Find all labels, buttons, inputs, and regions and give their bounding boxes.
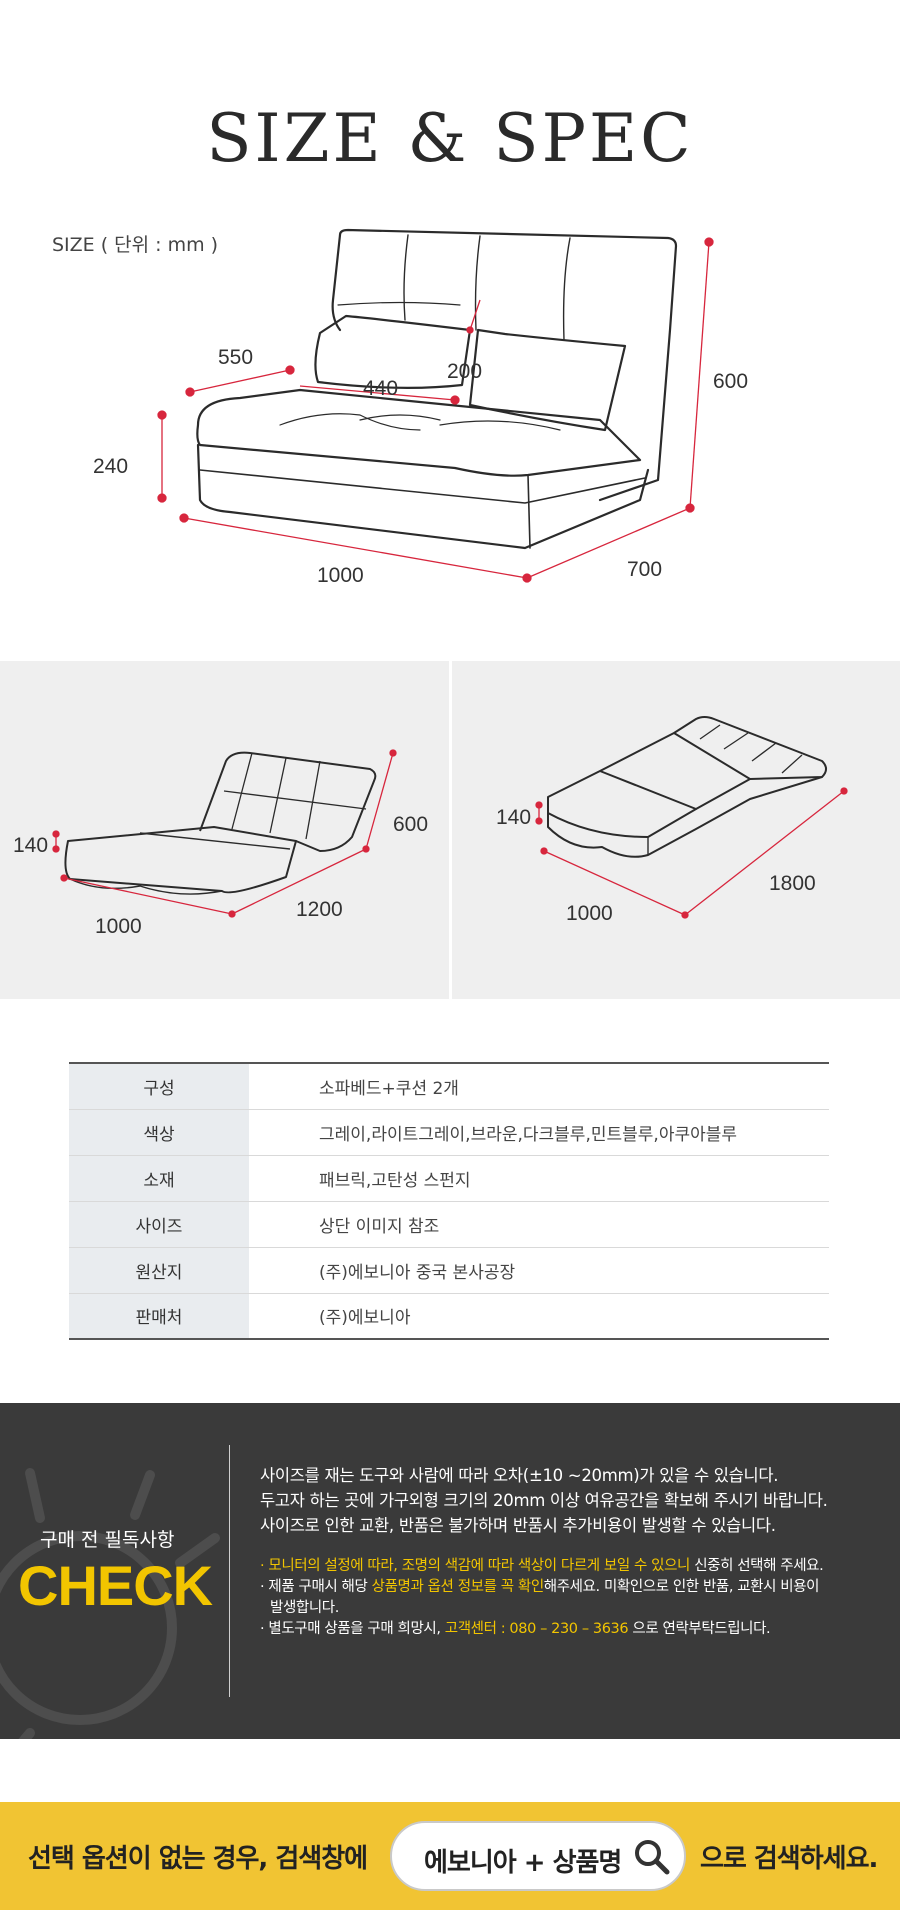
note-item: · 별도구매 상품을 구매 희망시, 고객센터 : 080 – 230 – 36… [260, 1619, 880, 1640]
note-highlight: 고객센터 : 080 – 230 – 3636 [444, 1621, 629, 1637]
note-highlight: · 모니터의 설정에 따라, 조명의 색감에 따라 색상이 다르게 보일 수 있… [260, 1558, 690, 1574]
note-item: · 모니터의 설정에 따라, 조명의 색감에 따라 색상이 다르게 보일 수 있… [260, 1556, 880, 1577]
dim-thickness: 140 [13, 834, 48, 857]
dim-width: 1000 [566, 902, 613, 925]
dim-depth: 550 [218, 346, 253, 369]
note-highlight: 상품명과 옵션 정보를 꼭 확인 [371, 1579, 545, 1595]
check-notice: 구매 전 필독사항 CHECK 사이즈를 재는 도구와 사람에 따라 오차(±1… [0, 1403, 900, 1739]
spec-value: (주)에보니아 [319, 1308, 411, 1329]
spec-value: 상단 이미지 참조 [249, 1201, 829, 1248]
dim-height: 600 [713, 370, 748, 393]
spec-value: 소파베드+쿠션 2개 [249, 1063, 829, 1110]
sofa-size-diagram: 550 440 200 600 240 1000 700 [93, 228, 748, 587]
dim-length: 700 [627, 558, 662, 581]
page-title: SIZE & SPEC [206, 100, 694, 177]
dim-length: 1200 [296, 898, 343, 921]
search-box: 에보니아 + 상품명 [390, 1821, 686, 1891]
check-title: CHECK [18, 1554, 213, 1617]
spec-key: 판매처 [69, 1293, 249, 1339]
dim-seat-height: 240 [93, 455, 128, 478]
spec-key: 사이즈 [69, 1201, 249, 1248]
flat-diagram: 140 1000 1800 [496, 716, 848, 925]
dim-cushion-height: 200 [447, 360, 482, 383]
note-text: 으로 연락부탁드립니다. [628, 1621, 771, 1637]
search-text: 에보니아 + 상품명 [424, 1848, 622, 1878]
table-row: 판매처 (주)에보니아 [69, 1293, 829, 1339]
check-subtitle: 구매 전 필독사항 [40, 1529, 175, 1551]
panel-reclined: 140 600 1000 1200 [0, 661, 449, 999]
check-line: 두고자 하는 곳에 가구외형 크기의 20mm 이상 여유공간을 확보해 주시기… [260, 1491, 828, 1510]
check-line: 사이즈로 인한 교환, 반품은 불가하며 반품시 추가비용이 발생할 수 있습니… [260, 1516, 776, 1535]
search-icon [635, 1840, 670, 1875]
dim-height: 600 [393, 813, 428, 836]
check-text: 사이즈를 재는 도구와 사람에 따라 오차(±10 ~20mm)가 있을 수 있… [260, 1463, 880, 1640]
spec-key: 색상 [69, 1109, 249, 1156]
dim-length: 1800 [769, 872, 816, 895]
note-text: 해주세요. 미확인으로 인한 반품, 교환시 비용이 [543, 1579, 820, 1595]
search-banner: 선택 옵션이 없는 경우, 검색창에 에보니아 + 상품명 으로 검색하세요. [0, 1802, 900, 1910]
note-item: · 제품 구매시 해당 상품명과 옵션 정보를 꼭 확인해주세요. 미확인으로 … [260, 1577, 880, 1598]
spec-key: 구성 [69, 1063, 249, 1110]
spec-value: 그레이,라이트그레이,브라운,다크블루,민트블루,아쿠아블루 [249, 1109, 829, 1156]
note-text: · 제품 구매시 해당 [260, 1579, 372, 1595]
spec-key: 원산지 [69, 1247, 249, 1294]
check-notes: · 모니터의 설정에 따라, 조명의 색감에 따라 색상이 다르게 보일 수 있… [260, 1556, 880, 1640]
dim-cushion-width: 440 [363, 377, 398, 400]
banner-right-text: 으로 검색하세요. [700, 1844, 878, 1874]
lightbulb-icon [0, 1468, 220, 1739]
check-line: 사이즈를 재는 도구와 사람에 따라 오차(±10 ~20mm)가 있을 수 있… [260, 1466, 779, 1485]
spec-value: (주)에보니아 중국 본사공장 [249, 1247, 829, 1294]
bed-mode-panels: 140 600 1000 1200 140 1000 1800 [0, 661, 900, 999]
size-unit-note: SIZE ( 단위 : mm ) [52, 234, 219, 256]
check-divider [229, 1445, 230, 1697]
panel-flat: 140 1000 1800 [452, 661, 900, 999]
reclined-diagram: 140 600 1000 1200 [13, 749, 428, 938]
dim-thickness: 140 [496, 806, 531, 829]
note-item: 발생합니다. [270, 1600, 339, 1616]
dim-width: 1000 [317, 564, 364, 587]
note-text: 신중히 선택해 주세요. [689, 1558, 824, 1574]
spec-key: 소재 [69, 1155, 249, 1202]
spec-value: 패브릭,고탄성 스펀지 [249, 1155, 829, 1202]
dim-width: 1000 [95, 915, 142, 938]
table-row: 원산지(주)에보니아 중국 본사공장 [69, 1247, 829, 1294]
note-text: · 별도구매 상품을 구매 희망시, [260, 1621, 445, 1637]
banner-left-text: 선택 옵션이 없는 경우, 검색창에 [28, 1844, 368, 1874]
